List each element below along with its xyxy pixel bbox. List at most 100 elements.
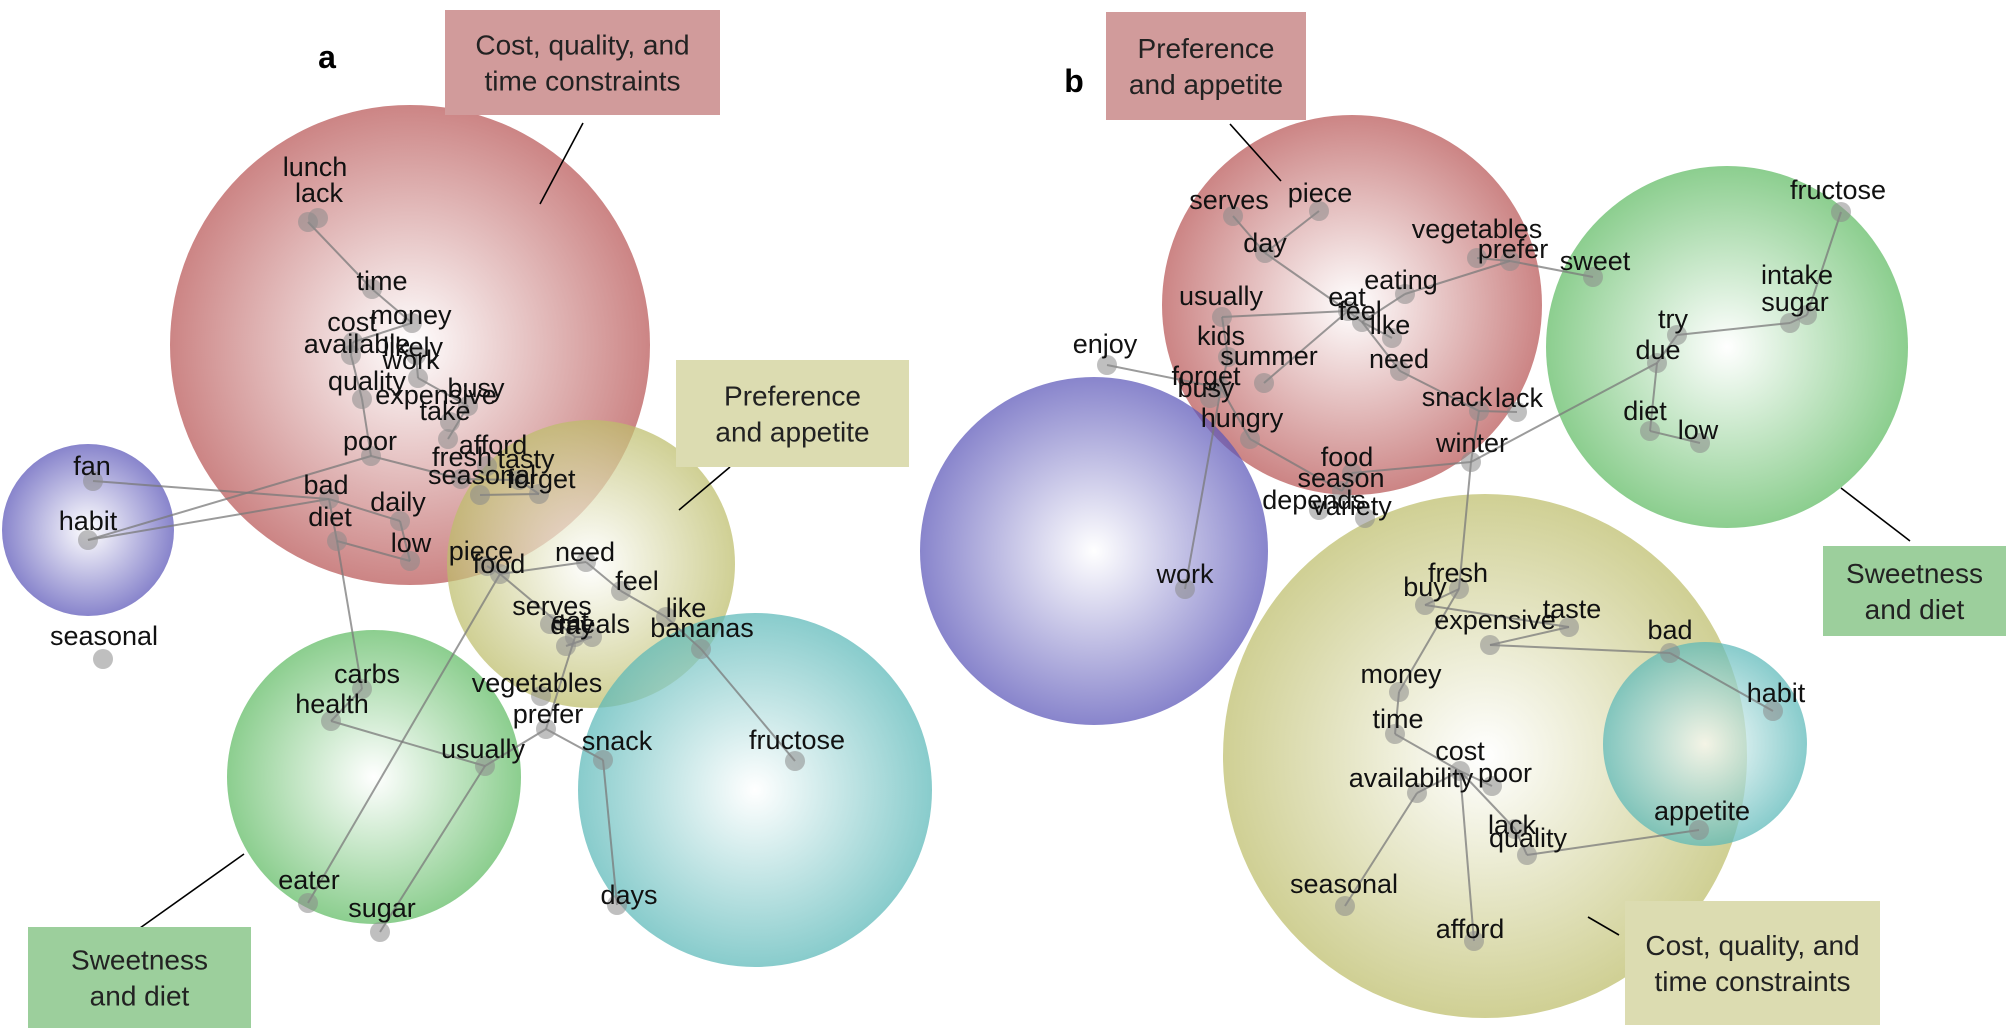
panel-b-edge xyxy=(1649,362,1658,432)
panel-b-edge xyxy=(1526,829,1700,856)
panel-b-word: fresh xyxy=(1428,558,1488,588)
theme-label-line: Preference xyxy=(724,381,861,412)
panel-a-word: diet xyxy=(308,502,352,532)
panel-a-word: low xyxy=(391,528,432,558)
panel-b-node xyxy=(1335,896,1355,916)
panel-b-edge xyxy=(1806,211,1842,316)
panel-b-word: lack xyxy=(1495,383,1544,413)
theme-label-box xyxy=(676,360,909,467)
panel-a-node xyxy=(509,470,529,490)
panel-a-word: days xyxy=(600,880,657,910)
panel-b-node xyxy=(1640,421,1660,441)
panel-b-word: snack xyxy=(1422,382,1493,412)
panel-a-word: meals xyxy=(558,609,630,639)
panel-a-edge xyxy=(700,648,796,762)
panel-a-edge xyxy=(87,455,372,541)
panel-b-edge xyxy=(1398,588,1460,693)
panel-a-word: likely xyxy=(383,332,444,362)
panel-b-word: eating xyxy=(1364,265,1438,295)
panel-a-node xyxy=(440,412,460,432)
panel-a-node xyxy=(536,719,556,739)
panel-a-word: forget xyxy=(506,464,576,494)
panel-a-word: fructose xyxy=(749,725,845,755)
panel-a-word: bad xyxy=(303,470,348,500)
panel-a-word: daily xyxy=(370,487,426,517)
panel-a-word: eat xyxy=(551,606,589,636)
panel-b-node xyxy=(1355,508,1375,528)
panel-a-leader-line xyxy=(539,122,584,205)
panel-a-word: usually xyxy=(441,734,526,764)
panel-b-edge xyxy=(1394,733,1461,772)
theme-label-line: Preference xyxy=(1138,33,1275,64)
panel-a-word: carbs xyxy=(334,659,400,689)
panel-b-letter: b xyxy=(1064,63,1084,99)
panel-b-word: seasonal xyxy=(1290,869,1398,899)
panel-b-edge xyxy=(1404,260,1511,295)
panel-b-node xyxy=(1342,463,1362,483)
panel-b-word: eat xyxy=(1328,282,1366,312)
panel-b-edge xyxy=(1264,210,1320,254)
panel-b-node xyxy=(1389,682,1409,702)
panel-b-leader-line xyxy=(1587,916,1620,936)
panel-b-node xyxy=(1254,373,1274,393)
panel-b-edge xyxy=(1458,461,1472,590)
panel-a-edge xyxy=(499,561,587,575)
panel-a-node xyxy=(352,679,372,699)
panel-b-word: fructose xyxy=(1790,175,1886,205)
theme-label-line: and diet xyxy=(1865,594,1965,625)
panel-b-word: appetite xyxy=(1654,796,1750,826)
panel-a-edge xyxy=(330,720,486,767)
panel-b-node xyxy=(1559,617,1579,637)
panel-a-edge xyxy=(87,498,330,541)
panel-a-word: like xyxy=(666,593,707,623)
panel-a-node xyxy=(319,489,339,509)
panel-b-node xyxy=(1464,931,1484,951)
panel-a-word: time xyxy=(356,266,407,296)
panel-b-node xyxy=(1200,388,1220,408)
panel-a-letter: a xyxy=(318,39,336,75)
panel-b-word: hungry xyxy=(1201,403,1284,433)
panel-b-word: quality xyxy=(1489,823,1568,853)
panel-b-word: sugar xyxy=(1761,287,1829,317)
panel-b-edge xyxy=(1249,438,1343,492)
panel-a-node xyxy=(298,893,318,913)
panel-a-word: food xyxy=(473,549,526,579)
panel-a-word: sugar xyxy=(348,893,416,923)
panel-a-node xyxy=(556,636,576,656)
panel-b-word: prefer xyxy=(1478,234,1549,264)
panel-b-node xyxy=(1517,845,1537,865)
panel-b-word: lack xyxy=(1488,810,1537,840)
panel-a-word: fan xyxy=(73,451,111,481)
panel-a-node xyxy=(475,756,495,776)
panel-a-edge xyxy=(328,498,401,522)
panel-b-edge xyxy=(1669,652,1774,712)
panel-a-node xyxy=(582,627,602,647)
panel-b-word: intake xyxy=(1761,260,1833,290)
panel-a-node xyxy=(490,564,510,584)
panel-b-edge xyxy=(1509,260,1594,278)
panel-a-node xyxy=(576,552,596,572)
panel-a-word: habit xyxy=(59,506,118,536)
panel-a-node xyxy=(327,531,347,551)
panel-b-node xyxy=(1338,301,1358,321)
panel-a-word: day xyxy=(550,610,594,640)
panel-a-node xyxy=(477,456,497,476)
panel-a-word: available xyxy=(304,329,411,359)
panel-b-node xyxy=(1469,401,1489,421)
panel-a-word: need xyxy=(555,537,615,567)
panel-a-node xyxy=(370,922,390,942)
panel-b-edge xyxy=(1106,364,1222,389)
panel-a-node xyxy=(93,649,113,669)
panel-b-node xyxy=(1831,202,1851,222)
panel-a-word: bananas xyxy=(650,613,754,643)
theme-label-box xyxy=(445,10,720,115)
panel-a-node xyxy=(785,751,805,771)
panel-b-edge xyxy=(1221,310,1349,318)
panel-a-word: prefer xyxy=(513,699,584,729)
panel-a-node xyxy=(540,614,560,634)
panel-b-word: try xyxy=(1658,304,1688,334)
